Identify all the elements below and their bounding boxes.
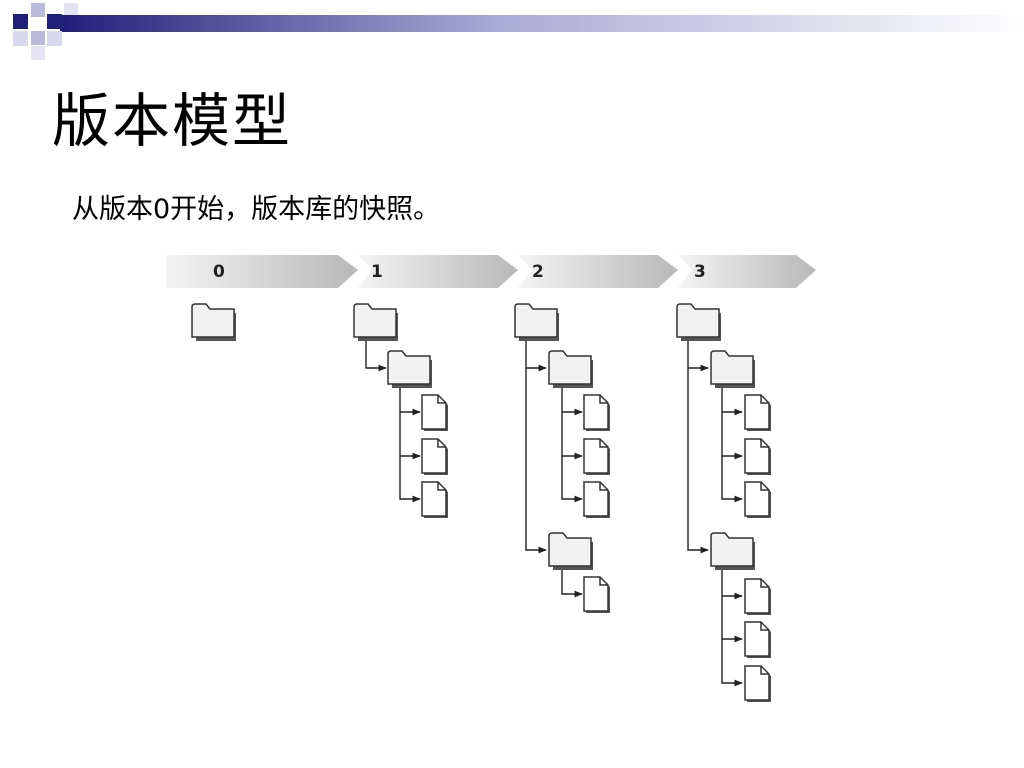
root-folder-icon: [353, 303, 399, 341]
root-folder-icon: [191, 303, 237, 341]
slide-header-decoration: [13, 3, 1024, 60]
file-icon: [421, 481, 449, 518]
root-folder-icon: [676, 303, 722, 341]
revision-label-2: 2: [532, 262, 544, 282]
root-folder-icon: [514, 303, 560, 341]
file-icon: [744, 665, 772, 702]
file-icon: [421, 438, 449, 475]
revision-arrow-1: 1: [358, 255, 518, 288]
file-icon: [744, 481, 772, 518]
file-icon: [744, 394, 772, 431]
revision-label-0: 0: [213, 262, 225, 282]
page-subtitle: 从版本0开始，版本库的快照。: [72, 194, 441, 225]
folder-icon: [710, 350, 756, 388]
file-icon: [744, 578, 772, 615]
revision-snapshot-diagram: 0 1 2 3: [166, 255, 816, 702]
tree-revision-2: [525, 336, 583, 598]
revision-label-3: 3: [694, 262, 706, 282]
folder-icon: [548, 350, 594, 388]
file-icon: [583, 394, 611, 431]
revision-arrow-2: 2: [518, 255, 678, 288]
file-icon: [583, 438, 611, 475]
file-icon: [421, 394, 449, 431]
tree-revision-3: [687, 336, 743, 687]
revision-arrow-0: 0: [166, 255, 358, 288]
page-title: 版本模型: [52, 87, 293, 155]
tree-revision-1: [365, 336, 421, 503]
revision-arrow-3: 3: [678, 255, 816, 288]
revision-label-1: 1: [371, 262, 383, 282]
file-icon: [744, 621, 772, 658]
folder-icon: [387, 350, 433, 388]
file-icon: [744, 438, 772, 475]
folder-icon: [548, 532, 594, 570]
file-icon: [583, 481, 611, 518]
file-icon: [583, 576, 611, 613]
folder-icon: [710, 532, 756, 570]
